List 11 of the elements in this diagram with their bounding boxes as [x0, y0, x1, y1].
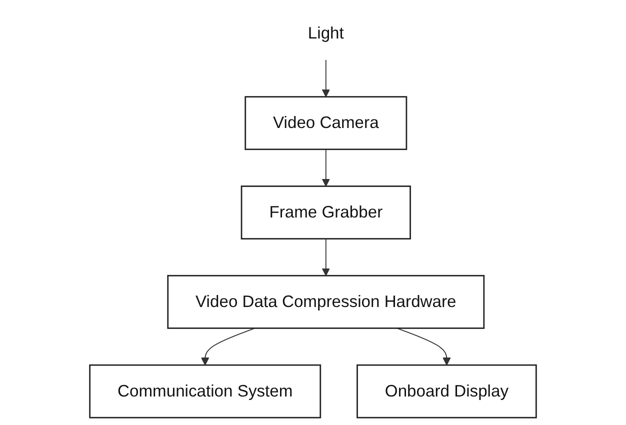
node-box: Communication System: [89, 364, 322, 418]
node-box: Video Camera: [244, 96, 408, 150]
arrow: [322, 59, 330, 98]
arrow: [201, 328, 256, 366]
arrow: [396, 328, 451, 366]
node-box: Onboard Display: [356, 364, 537, 418]
node-box: Frame Grabber: [240, 186, 411, 240]
node-box: Video Data Compression Hardware: [167, 274, 485, 329]
node-text: Light: [308, 24, 344, 42]
arrow: [322, 148, 330, 187]
arrow: [322, 238, 330, 276]
